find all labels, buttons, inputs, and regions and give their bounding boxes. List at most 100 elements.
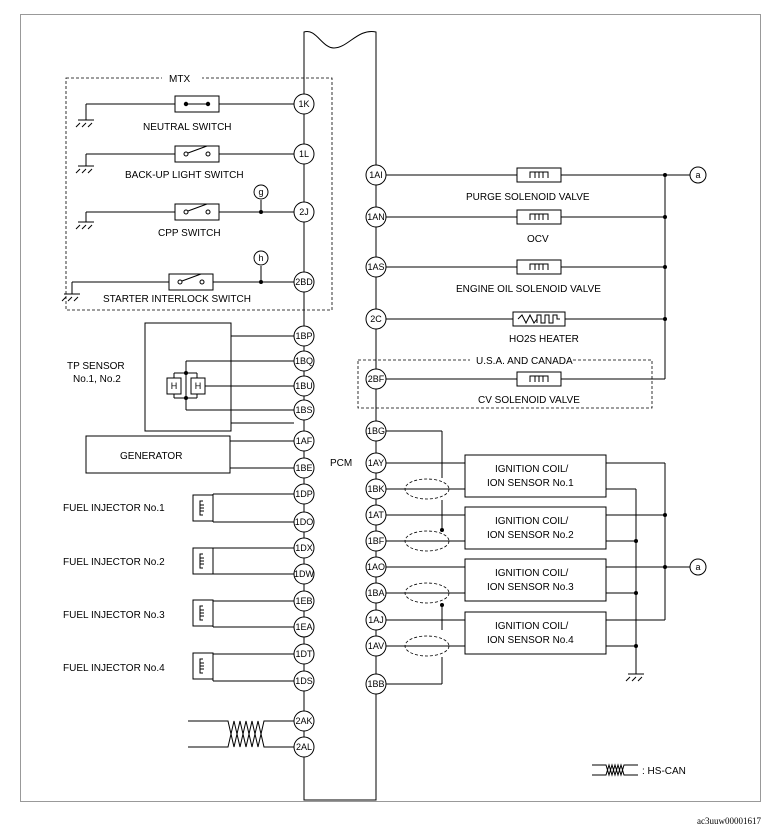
backup-light-switch-label: BACK-UP LIGHT SWITCH — [125, 170, 244, 181]
pin-1AV — [365, 635, 387, 657]
svg-text:1BF: 1BF — [368, 536, 385, 546]
svg-text:1EA: 1EA — [295, 622, 312, 632]
pin-1L — [293, 143, 315, 165]
pin-2AK — [293, 710, 315, 732]
pin-1DP — [293, 483, 315, 505]
pin-1AO — [365, 556, 387, 578]
connector-g — [253, 184, 269, 200]
left-pin-column: 1K 1L 2J 2BD 1BP 1BQ 1BU 1BS 1AF 1BE 1DP… — [293, 93, 315, 758]
pin-1AF — [293, 430, 315, 452]
svg-text:1DP: 1DP — [295, 489, 313, 499]
svg-text:1L: 1L — [299, 149, 309, 159]
starter-interlock-switch-label: STARTER INTERLOCK SWITCH — [103, 294, 251, 305]
svg-text:1DW: 1DW — [294, 569, 315, 579]
pin-2BF — [365, 368, 387, 390]
ocv-label: OCV — [527, 234, 549, 245]
pin-1BU — [293, 375, 315, 397]
connector-a-top — [689, 166, 707, 184]
ignition-coil-2 — [464, 506, 607, 550]
svg-text:1BB: 1BB — [367, 679, 384, 689]
purge-solenoid-valve — [516, 167, 562, 183]
cpp-switch-label: CPP SWITCH — [158, 228, 221, 239]
pin-1BE — [293, 457, 315, 479]
tp-sensor-label-1: TP SENSOR — [67, 361, 125, 372]
ign3-label-2: ION SENSOR No.3 — [487, 582, 574, 593]
pin-2AL — [293, 736, 315, 758]
pin-1BB — [365, 673, 387, 695]
purge-solenoid-label: PURGE SOLENOID VALVE — [466, 192, 590, 203]
tp-sensor-h1: H — [171, 381, 178, 391]
pin-1AT — [365, 504, 387, 526]
svg-text:1BA: 1BA — [367, 588, 384, 598]
cv-solenoid-valve — [516, 371, 562, 387]
ign3-label-1: IGNITION COIL/ — [495, 568, 569, 579]
svg-text:1AS: 1AS — [367, 262, 384, 272]
backup-light-switch — [75, 145, 294, 174]
svg-text:2J: 2J — [299, 207, 309, 217]
svg-text:1BE: 1BE — [295, 463, 312, 473]
neutral-switch — [75, 95, 294, 128]
svg-text:1AO: 1AO — [367, 562, 385, 572]
svg-text:1K: 1K — [298, 99, 309, 109]
hs-can-legend — [592, 763, 638, 777]
svg-text:1DO: 1DO — [295, 517, 314, 527]
hs-can-twisted-pair — [188, 720, 294, 748]
svg-text:h: h — [258, 253, 263, 263]
ho2s-heater-label: HO2S HEATER — [509, 334, 579, 345]
pin-2C — [365, 308, 387, 330]
svg-text:1AV: 1AV — [368, 641, 384, 651]
pcm-body — [303, 31, 377, 801]
svg-text:1AT: 1AT — [368, 510, 384, 520]
pin-1BS — [293, 399, 315, 421]
pin-1DW — [293, 563, 315, 585]
pin-1DX — [293, 537, 315, 559]
fuel-injector-3 — [192, 599, 294, 628]
fuel-injector-4 — [192, 652, 294, 682]
pcm-label: PCM — [330, 458, 352, 469]
ignition-wiring — [386, 430, 690, 685]
ign1-label-2: ION SENSOR No.1 — [487, 478, 574, 489]
svg-text:2AK: 2AK — [295, 716, 312, 726]
pin-1BA — [365, 582, 387, 604]
engine-oil-solenoid-label: ENGINE OIL SOLENOID VALVE — [456, 284, 601, 295]
svg-text:1BQ: 1BQ — [295, 356, 313, 366]
ign1-label-1: IGNITION COIL/ — [495, 464, 569, 475]
cv-solenoid-label: CV SOLENOID VALVE — [478, 395, 580, 406]
starter-interlock-switch — [61, 266, 294, 302]
svg-text:2C: 2C — [370, 314, 382, 324]
svg-text:1AI: 1AI — [369, 170, 383, 180]
pin-1EB — [293, 590, 315, 612]
pin-1DS — [293, 670, 315, 692]
ignition-coil-4 — [464, 611, 607, 655]
pin-1BK — [365, 478, 387, 500]
pin-1AI — [365, 164, 387, 186]
svg-text:1BS: 1BS — [295, 405, 312, 415]
pin-1AY — [365, 452, 387, 474]
fuel-injector-3-label: FUEL INJECTOR No.3 — [63, 610, 165, 621]
fuel-injector-4-label: FUEL INJECTOR No.4 — [63, 663, 165, 674]
pin-1BG — [365, 420, 387, 442]
ignition-coil-1 — [464, 454, 607, 498]
svg-text:2AL: 2AL — [296, 742, 312, 752]
svg-text:1BU: 1BU — [295, 381, 313, 391]
svg-text:1AJ: 1AJ — [368, 615, 384, 625]
neutral-switch-label: NEUTRAL SWITCH — [143, 122, 232, 133]
tp-sensor: H H — [144, 322, 294, 432]
svg-text:1BK: 1BK — [367, 484, 384, 494]
svg-text:1BP: 1BP — [295, 331, 312, 341]
svg-text:1AF: 1AF — [296, 436, 313, 446]
svg-text:1DX: 1DX — [295, 543, 313, 553]
ho2s-heater — [512, 311, 566, 327]
pin-1AJ — [365, 609, 387, 631]
svg-text:a: a — [695, 170, 700, 180]
svg-text:2BD: 2BD — [295, 277, 313, 287]
ocv — [516, 209, 562, 225]
connector-a-bottom — [689, 558, 707, 576]
pin-1DT — [293, 643, 315, 665]
svg-text:g: g — [258, 187, 263, 197]
pin-1AS — [365, 256, 387, 278]
svg-text:1DT: 1DT — [295, 649, 313, 659]
generator-label: GENERATOR — [120, 451, 182, 462]
pin-1K — [293, 93, 315, 115]
